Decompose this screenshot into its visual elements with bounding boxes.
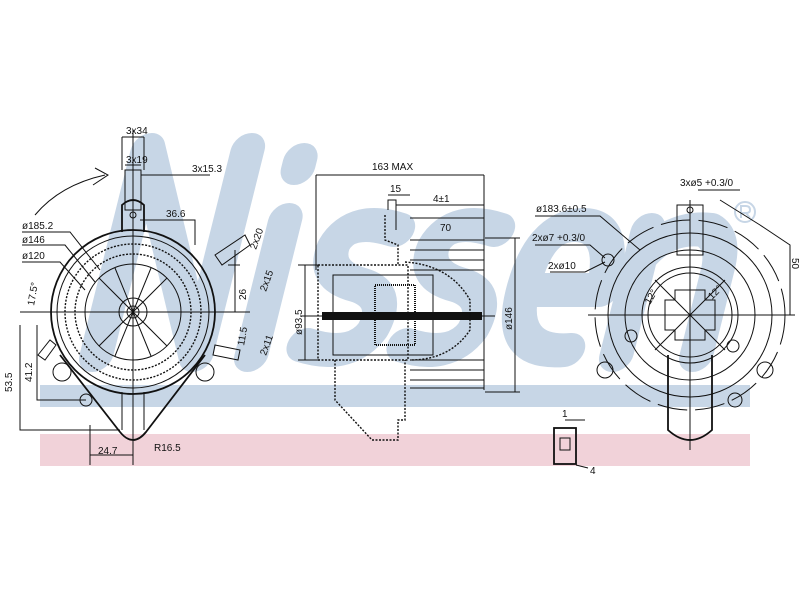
dim-label: ø183.6±0.5 <box>536 204 587 215</box>
dim-label: 11.5 <box>236 326 250 347</box>
dim-label: ø146 <box>504 307 515 330</box>
side-view <box>298 174 520 441</box>
dim-label: 17.5° <box>26 281 41 306</box>
dim-label: 50 <box>789 258 800 270</box>
dim-label: 3xø5 +0.3/0 <box>680 178 734 189</box>
rear-view <box>535 189 795 450</box>
dim-label: 36.6 <box>166 209 186 220</box>
connector-detail: 1 4 <box>553 409 596 477</box>
watermark-blue-band <box>40 385 750 407</box>
watermark-pink-band <box>40 434 750 466</box>
dim-label: ø146 <box>22 235 45 246</box>
dim-label: 4±1 <box>433 194 450 205</box>
dim-label: 2xø10 <box>548 261 576 272</box>
dim-label: 53.5 <box>4 372 15 392</box>
rear-view-dimensions: ø183.6±0.5 3xø5 +0.3/0 2xø7 +0.3/0 2xø10… <box>532 178 800 307</box>
dim-label: ø185.2 <box>22 221 54 232</box>
dim-label: 3x19 <box>126 155 148 166</box>
nissens-watermark <box>40 133 756 466</box>
dim-label: ø120 <box>22 251 45 262</box>
dim-label: 3x15.3 <box>192 164 222 175</box>
dim-label: 24.7 <box>98 446 118 457</box>
dim-label: 3x34 <box>126 126 148 137</box>
dim-label: 163 MAX <box>372 162 413 173</box>
dim-label: ø93.5 <box>294 309 305 335</box>
dim-label: 41.2 <box>24 362 35 382</box>
dim-label: 26 <box>238 288 249 300</box>
watermark-logo <box>78 133 738 372</box>
dim-label: 2xø7 +0.3/0 <box>532 233 586 244</box>
front-view-dimensions: 3x34 3x19 3x15.3 36.6 ø185.2 ø146 ø120 1… <box>4 126 276 457</box>
pin-label: 4 <box>590 466 596 477</box>
side-view-dimensions: 163 MAX 15 4±1 70 ø93.5 ø146 <box>294 162 515 335</box>
dim-label: 15 <box>390 184 402 195</box>
front-view <box>19 130 251 465</box>
registered-mark <box>734 201 756 223</box>
dim-label: 70 <box>440 223 452 234</box>
pin-label: 1 <box>562 409 568 420</box>
dim-label: R16.5 <box>154 443 181 454</box>
